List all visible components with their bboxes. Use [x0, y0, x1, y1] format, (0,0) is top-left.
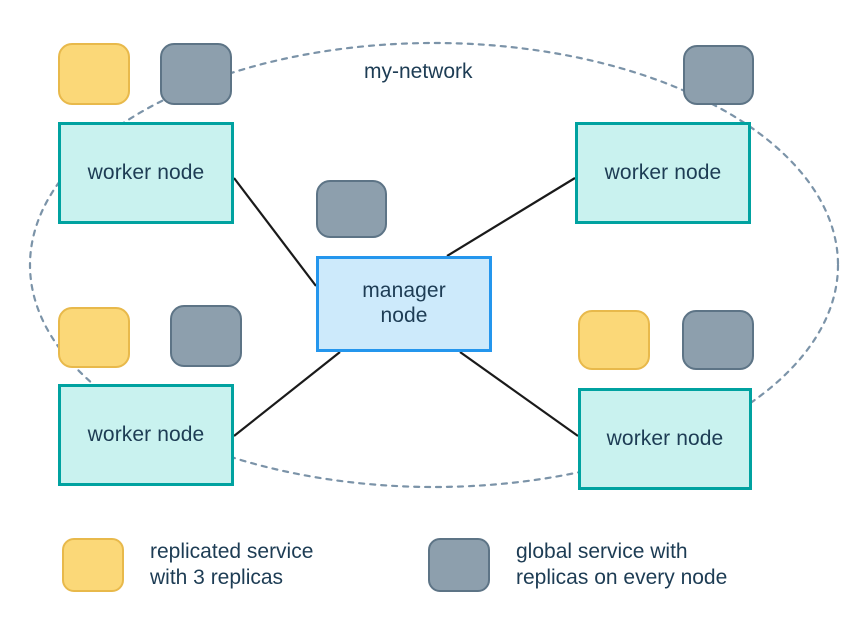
connector-worker-top-left-to-manager — [233, 177, 317, 287]
node-label: worker node — [604, 160, 722, 184]
node-label: worker node — [606, 426, 724, 450]
legend-replicated: replicated service with 3 replicas — [62, 538, 313, 592]
node-worker-top-left: worker node — [58, 122, 234, 224]
network-label: my-network — [364, 60, 473, 83]
service-global-4 — [170, 305, 242, 367]
service-replicated-2 — [58, 307, 130, 368]
service-global-5 — [682, 310, 754, 370]
network-boundary-ellipse — [28, 41, 840, 489]
node-label: manager node — [362, 279, 446, 327]
legend-label: global service with replicas on every no… — [516, 539, 728, 589]
connector-lines — [233, 177, 579, 437]
service-global-3 — [316, 180, 387, 238]
legend-swatch-global — [428, 538, 490, 592]
legend-swatch-replicated — [62, 538, 124, 592]
connector-worker-bottom-left-to-manager — [233, 351, 341, 437]
service-replicated-3 — [578, 310, 650, 370]
node-label: worker node — [87, 160, 205, 184]
legend-label: replicated service with 3 replicas — [150, 539, 314, 589]
node-worker-top-right: worker node — [575, 122, 751, 224]
node-label: worker node — [87, 422, 205, 446]
service-global-2 — [683, 45, 754, 105]
connector-worker-top-right-to-manager — [446, 177, 576, 257]
service-global-1 — [160, 43, 232, 105]
legend-global: global service with replicas on every no… — [428, 538, 727, 592]
node-worker-bottom-left: worker node — [58, 384, 234, 486]
service-replicated-1 — [58, 43, 130, 105]
node-worker-bottom-right: worker node — [578, 388, 752, 490]
connector-worker-bottom-right-to-manager — [459, 351, 579, 437]
node-manager: manager node — [316, 256, 492, 352]
